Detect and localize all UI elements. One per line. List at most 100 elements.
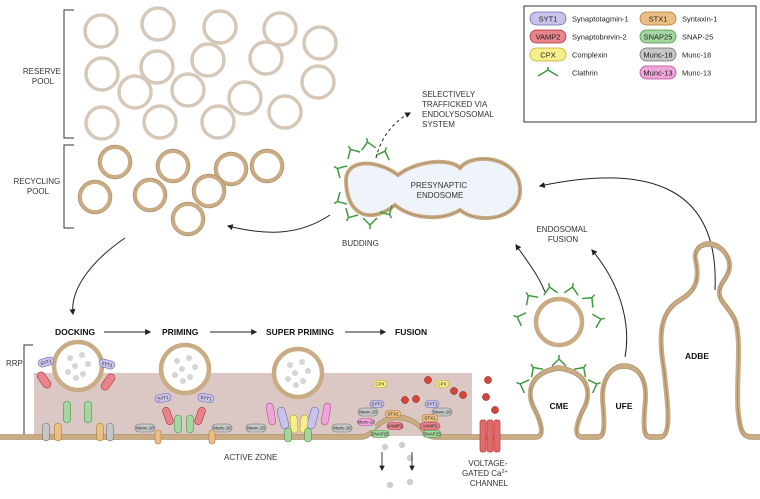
selectively-trafficked-label: SELECTIVELY TRAFFICKED VIA ENDOLYSOSOMAL… <box>422 90 496 129</box>
neurotransmitter <box>179 366 185 372</box>
recycling-vesicle <box>214 152 248 186</box>
legend-name: Clathrin <box>572 69 598 78</box>
protein-cpx: CPX <box>372 380 388 388</box>
protein-vamp2 <box>100 373 116 391</box>
presynaptic-endosome <box>333 137 523 229</box>
legend-tag: Munc-13 <box>643 69 672 78</box>
trafficking-arrow <box>375 112 412 159</box>
neurotransmitter <box>79 352 85 358</box>
reserve-vesicle <box>117 74 153 110</box>
reserve-vesicle <box>142 104 178 140</box>
clathrin-icon <box>587 379 601 394</box>
clathrin-icon <box>345 207 359 222</box>
neurotransmitter <box>398 441 406 449</box>
protein-munc-18: Munc-18 <box>331 423 353 433</box>
calcium-ion <box>459 391 467 399</box>
legend-tag: STX1 <box>649 15 668 24</box>
protein-munc-18: Munc-18 <box>211 423 233 433</box>
protein-vamp2 <box>162 407 174 425</box>
protein-munc-18: Munc-18 <box>357 407 379 417</box>
protein-snap25 <box>63 400 71 424</box>
legend-tag: VAMP2 <box>536 33 561 42</box>
legend-swatch <box>529 47 567 62</box>
protein-munc-13: Munc-13 <box>357 418 375 426</box>
neurotransmitter <box>292 370 298 376</box>
protein-snap25 <box>186 414 194 434</box>
budding-label: BUDDING <box>342 239 379 248</box>
protein-snap25 <box>174 414 182 434</box>
legend-tag: Munc-18 <box>643 51 672 60</box>
protein-stx1: STX1 <box>384 410 402 418</box>
clathrin-icon <box>375 147 390 161</box>
protein-munc-18: Munc-18 <box>431 407 453 417</box>
protein-label: CPX <box>375 382 384 387</box>
presynaptic-endosome-label: PRESYNAPTIC ENDOSOME <box>411 181 470 200</box>
protein-label: Munc-18 <box>247 426 265 431</box>
reserve-vesicle <box>262 11 298 47</box>
calcium-ion <box>412 395 420 403</box>
clathrin-icon <box>551 355 567 367</box>
protein-stx1 <box>208 429 216 445</box>
protein-label: Munc-18 <box>359 410 377 415</box>
recycling-vesicle <box>98 145 132 179</box>
protein-label: SYT1 <box>200 395 212 402</box>
reserve-vesicle <box>84 56 120 92</box>
protein-label: VAMP2 <box>388 424 403 429</box>
clathrin-icon <box>525 291 539 306</box>
protein-label: Munc-13 <box>357 420 375 425</box>
calcium-ion <box>484 376 492 384</box>
calcium-ion <box>401 396 409 404</box>
protein-cpx <box>289 414 299 434</box>
legend-swatch <box>529 11 567 26</box>
ufe-arrow <box>591 249 628 358</box>
protein-munc-18: Munc-18 <box>245 423 267 433</box>
endosomal-fusion-label: ENDOSOMAL FUSION <box>536 225 589 244</box>
protein-munc-18 <box>106 422 114 442</box>
protein-label: VAMP2 <box>423 424 438 429</box>
reserve-vesicle <box>140 6 176 42</box>
reserve-vesicle <box>248 40 284 76</box>
protein-munc-18 <box>42 422 50 442</box>
reserve-vesicle <box>200 104 236 140</box>
neurotransmitter <box>85 361 91 367</box>
legend-swatch <box>529 29 567 44</box>
neurotransmitter <box>381 443 389 451</box>
protein-vamp2 <box>194 407 206 425</box>
neurotransmitter <box>300 378 306 384</box>
reserve-vesicle <box>84 105 120 141</box>
neurotransmitter <box>386 481 394 489</box>
legend-swatch <box>639 11 677 26</box>
recycling-vesicle <box>171 202 205 236</box>
reserve-vesicle <box>267 94 303 130</box>
legend-name: Munc-13 <box>682 69 711 78</box>
legend-item: Munc-13 Munc-13 <box>639 65 711 80</box>
recycling-vesicle <box>133 178 167 212</box>
clathrin-icon <box>591 313 605 329</box>
protein-label: SNAP25 <box>371 432 389 437</box>
legend-item: Clathrin <box>537 67 598 78</box>
voltage-gated-label: VOLTAGE- GATED Ca2+ CHANNEL <box>462 459 510 488</box>
protein-vamp2: VAMP2 <box>386 422 404 430</box>
clathrin-icon <box>333 165 348 179</box>
legend-name: Syntaxin-1 <box>682 15 717 24</box>
clathrin-icon <box>513 312 527 327</box>
protein-vamp2 <box>36 371 52 389</box>
protein-label: SYT1 <box>40 358 53 366</box>
protein-label: Munc-18 <box>333 426 351 431</box>
protein-snap25 <box>84 400 92 424</box>
recycling-vesicle <box>78 180 112 214</box>
legend-item: STX1 Syntaxin-1 <box>639 11 717 26</box>
calcium-ions <box>401 376 499 414</box>
ufe-label: UFE <box>616 401 633 411</box>
neurotransmitter <box>172 372 178 378</box>
protein-syt1: SYT1 <box>98 358 116 370</box>
clathrin-icon <box>333 191 348 205</box>
calcium-ion <box>424 376 432 384</box>
protein-stx1 <box>96 422 104 442</box>
protein-snap25: SNAP25 <box>422 430 442 438</box>
protein-munc-13 <box>265 402 277 426</box>
